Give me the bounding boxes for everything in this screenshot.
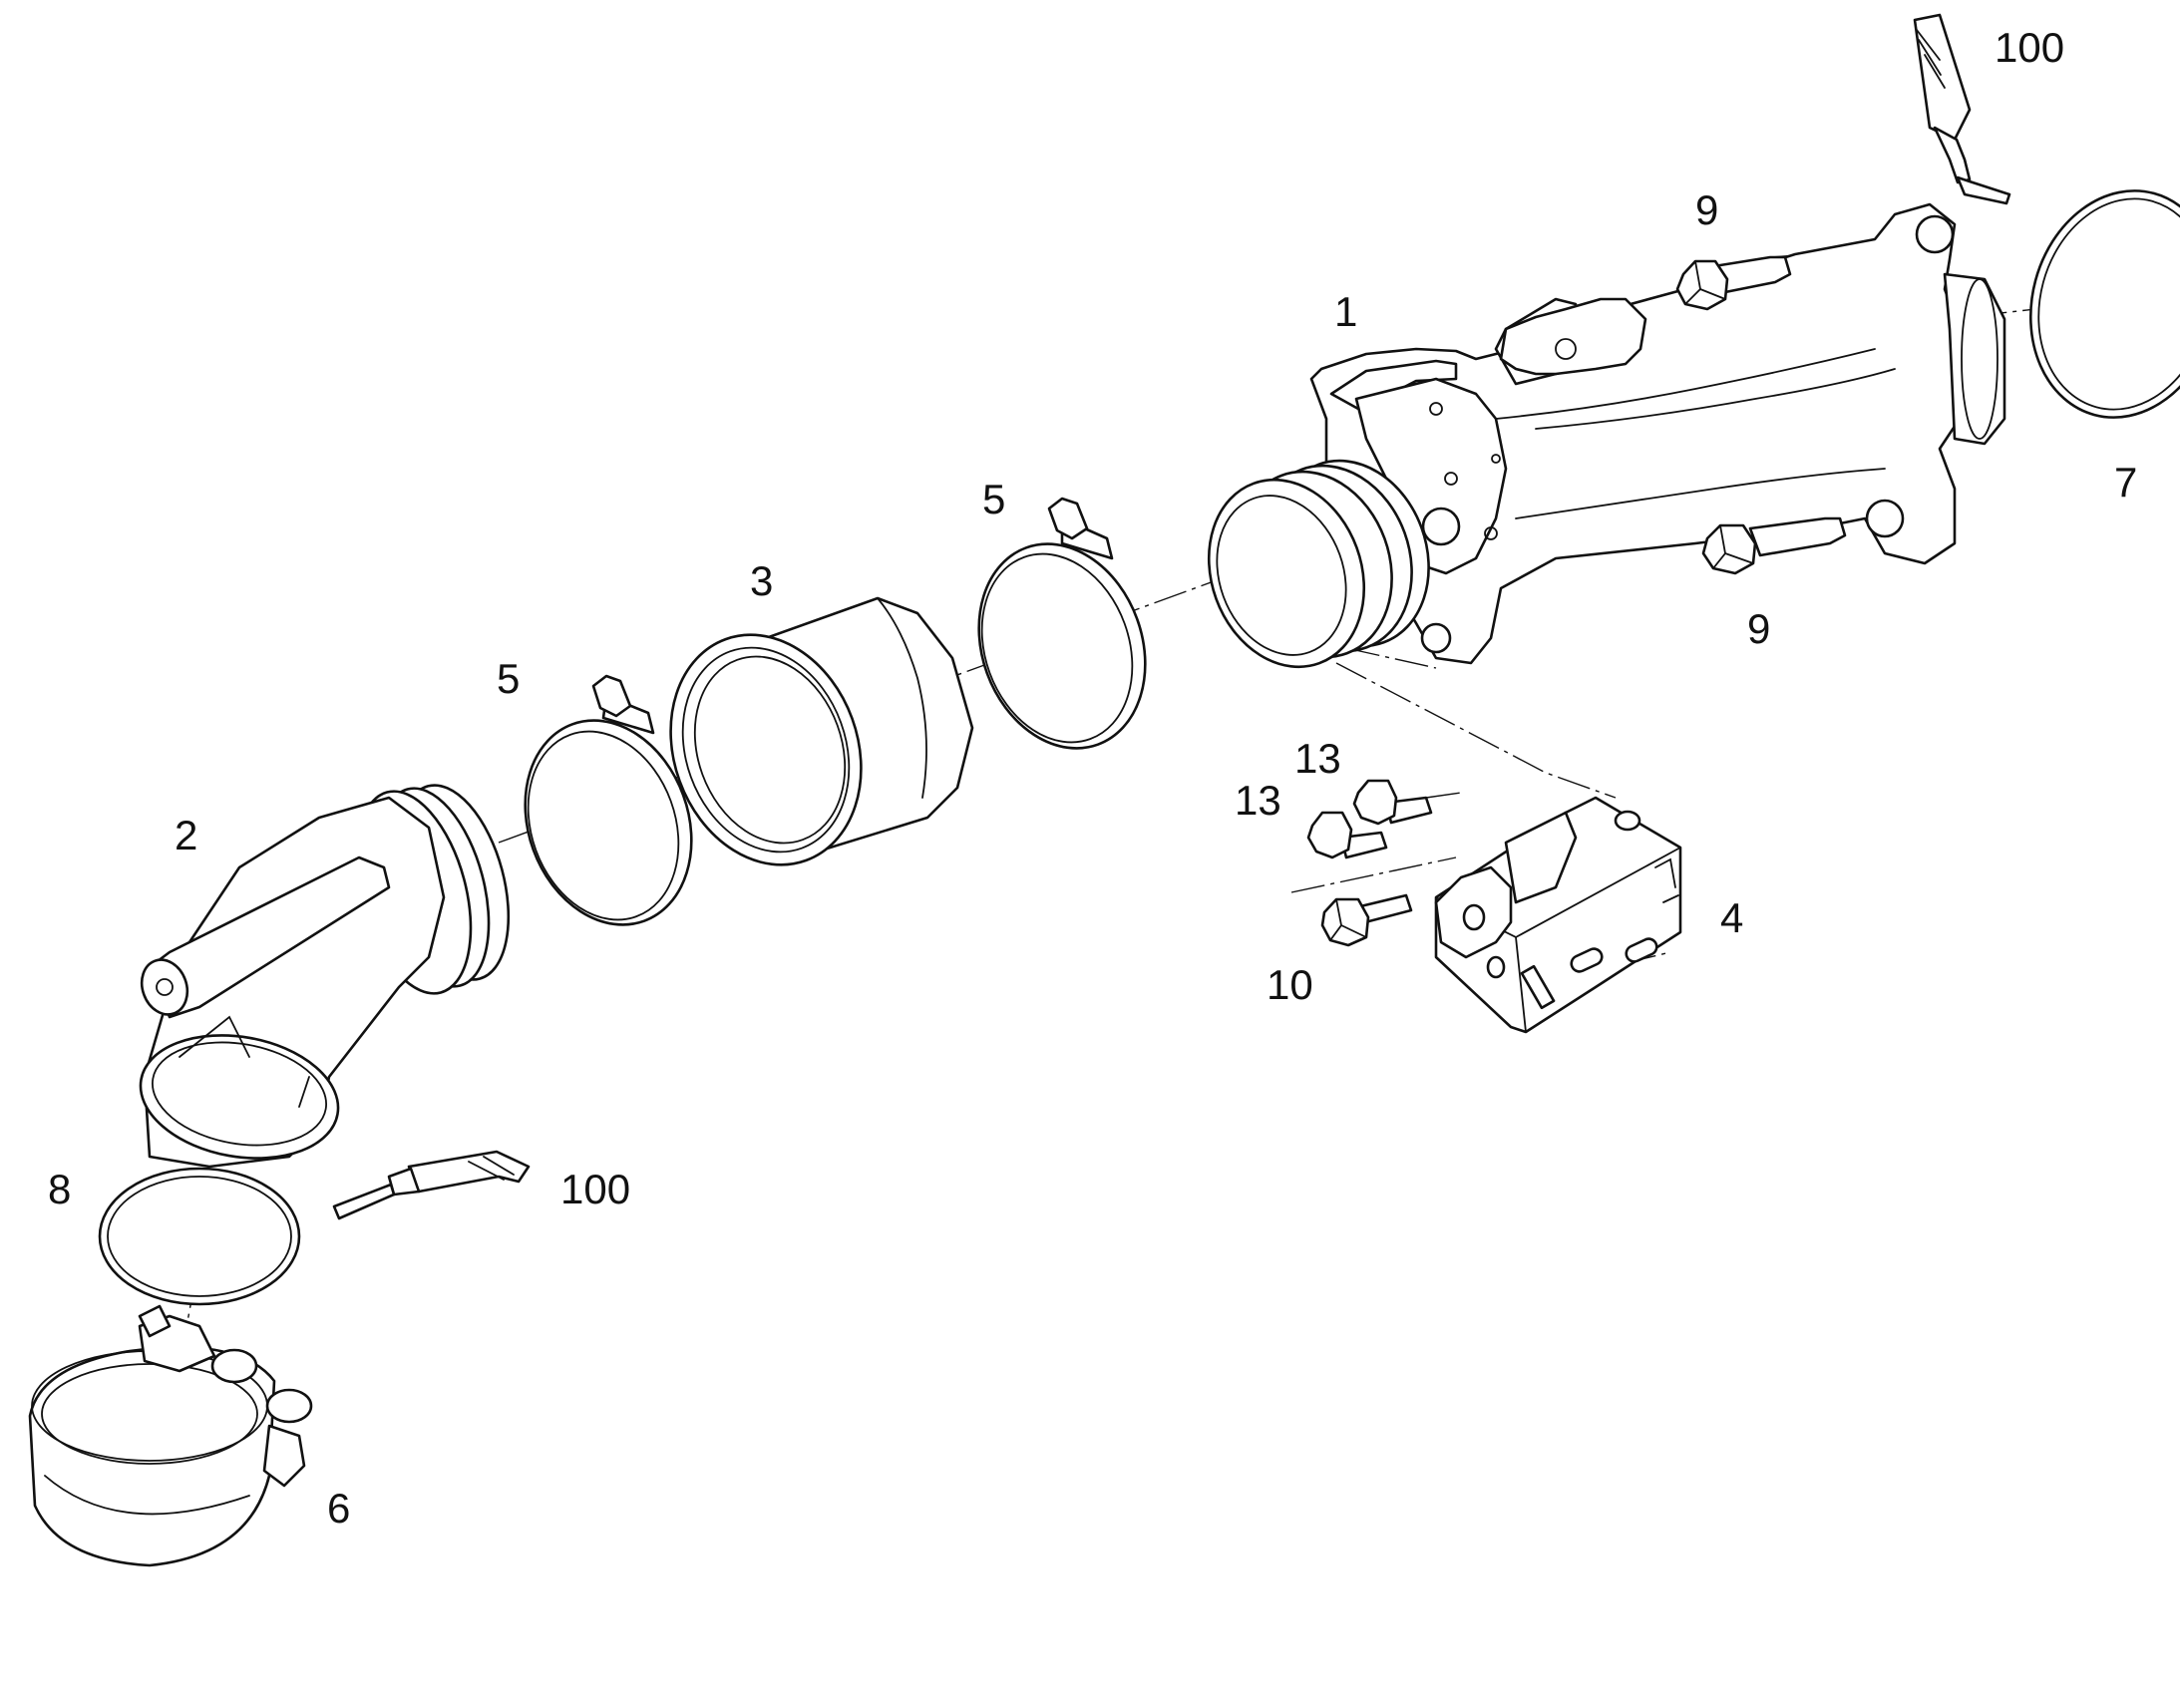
sleeve-3 (669, 596, 974, 866)
callout-13-upper: 13 (1294, 735, 1341, 782)
callout-5-right: 5 (982, 476, 1005, 522)
callout-5-left: 5 (497, 655, 520, 702)
bracket-4 (1434, 796, 1682, 1034)
o-ring-8 (98, 1167, 301, 1306)
callout-8: 8 (48, 1166, 71, 1212)
sealant-tube-bottom (332, 1150, 531, 1220)
callout-6: 6 (327, 1485, 350, 1532)
manifold-housing (1207, 202, 2006, 669)
v-band-clamp-6 (28, 1304, 313, 1567)
bolt-9-upper (1675, 255, 1792, 311)
callout-100-top: 100 (1995, 24, 2064, 71)
callout-100-bottom: 100 (560, 1166, 630, 1212)
bolt-13-lower (1306, 811, 1388, 859)
callout-9-lower: 9 (1747, 605, 1770, 652)
hose-clamp-5-left (524, 674, 693, 926)
callout-13-lower: 13 (1235, 777, 1281, 824)
sealant-tube-top (1913, 13, 2011, 205)
callout-2: 2 (175, 812, 197, 858)
bolt-10 (1320, 893, 1413, 947)
callout-labels: 1 2 3 4 5 5 6 7 8 9 9 10 13 13 100 100 (48, 24, 2137, 1532)
callout-9-upper: 9 (1695, 186, 1718, 233)
callout-7: 7 (2114, 459, 2137, 506)
elbow-pipe-2 (139, 784, 511, 1169)
bolt-9-lower (1701, 516, 1847, 575)
callout-1: 1 (1334, 288, 1357, 335)
hose-clamp-5-right (977, 497, 1147, 750)
o-ring-7 (2028, 189, 2180, 419)
callout-3: 3 (750, 557, 773, 604)
bolt-13-upper (1352, 779, 1433, 826)
callout-4: 4 (1720, 894, 1743, 941)
callout-10: 10 (1267, 961, 1313, 1008)
